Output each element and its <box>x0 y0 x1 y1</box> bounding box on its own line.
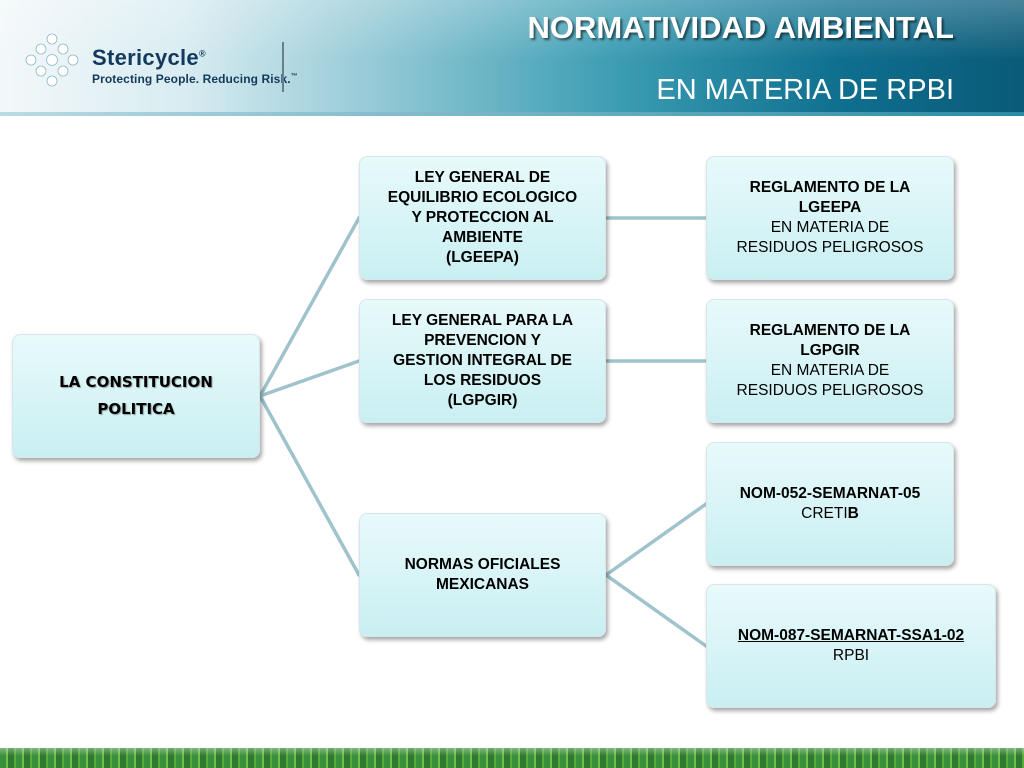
node-lgeepa-line: EQUILIBRIO ECOLOGICO <box>387 189 578 206</box>
node-constitucion: LA CONSTITUCION POLITICA <box>12 334 260 458</box>
nom-087-desc: RPBI <box>832 647 870 664</box>
brand-name: Stericycle® <box>92 45 206 70</box>
stericycle-logo-icon <box>25 33 79 87</box>
node-lgeepa-line: (LGEEPA) <box>446 249 519 266</box>
nom-087-code: NOM-087-SEMARNAT-SSA1-02 <box>737 627 965 644</box>
node-constitucion-line2: POLITICA <box>97 400 175 418</box>
connector-normas-nom052 <box>604 502 708 577</box>
reglamento-title-line2: LGPGIR <box>800 342 860 359</box>
reglamento-title-line1: REGLAMENTO DE LA <box>749 179 911 196</box>
node-nom-087: NOM-087-SEMARNAT-SSA1-02 RPBI <box>706 584 996 708</box>
connector-root-lgpgir <box>258 359 361 398</box>
node-normas-line1: NORMAS OFICIALES <box>404 556 561 573</box>
nom-052-desc: CRETIB <box>801 505 859 522</box>
connector-root-normas <box>258 394 361 577</box>
node-lgpgir-line: GESTION INTEGRAL DE <box>393 352 572 369</box>
reglamento-title-line2: LGEEPA <box>798 199 862 216</box>
footer-gloss <box>0 748 1024 756</box>
nom-052-code: NOM-052-SEMARNAT-05 <box>739 485 921 502</box>
reglamento-desc-line2: RESIDUOS PELIGROSOS <box>736 382 924 399</box>
reglamento-desc-line1: EN MATERIA DE <box>770 219 890 236</box>
footer-band <box>0 748 1024 768</box>
node-lgpgir-line: LOS RESIDUOS <box>423 372 542 389</box>
header-bottom-line <box>0 112 1024 116</box>
reglamento-desc-line2: RESIDUOS PELIGROSOS <box>736 239 924 256</box>
node-nom-052: NOM-052-SEMARNAT-05 CRETIB <box>706 442 954 566</box>
node-lgeepa-line: Y PROTECCION AL <box>411 209 554 226</box>
page-subtitle: EN MATERIA DE RPBI <box>656 74 954 106</box>
node-reglamento-lgpgir: REGLAMENTO DE LA LGPGIR EN MATERIA DE RE… <box>706 299 954 423</box>
node-constitucion-line1: LA CONSTITUCION <box>59 373 213 391</box>
logo-divider <box>282 42 284 92</box>
header-shine <box>0 0 1024 60</box>
node-lgeepa: LEY GENERAL DE EQUILIBRIO ECOLOGICO Y PR… <box>359 156 606 280</box>
reglamento-desc-line1: EN MATERIA DE <box>770 362 890 379</box>
node-reglamento-lgeepa: REGLAMENTO DE LA LGEEPA EN MATERIA DE RE… <box>706 156 954 280</box>
node-lgeepa-line: LEY GENERAL DE <box>414 169 551 186</box>
node-lgeepa-line: AMBIENTE <box>442 229 523 246</box>
connector-normas-nom087 <box>604 573 708 648</box>
node-lgpgir-line: (LGPGIR) <box>447 392 518 409</box>
node-lgpgir-line: PREVENCION Y <box>424 332 541 349</box>
node-lgpgir: LEY GENERAL PARA LA PREVENCION Y GESTION… <box>359 299 606 423</box>
connector-root-lgeepa <box>258 216 361 398</box>
reglamento-title-line1: REGLAMENTO DE LA <box>749 322 911 339</box>
node-normas-line2: MEXICANAS <box>435 576 529 593</box>
page-title: NORMATIVIDAD AMBIENTAL <box>527 10 955 45</box>
brand-tagline: Protecting People. Reducing Risk.™ <box>92 72 298 86</box>
node-lgpgir-line: LEY GENERAL PARA LA <box>391 312 574 329</box>
node-normas: NORMAS OFICIALES MEXICANAS <box>359 513 606 637</box>
header-banner: Stericycle® Protecting People. Reducing … <box>0 0 1024 116</box>
